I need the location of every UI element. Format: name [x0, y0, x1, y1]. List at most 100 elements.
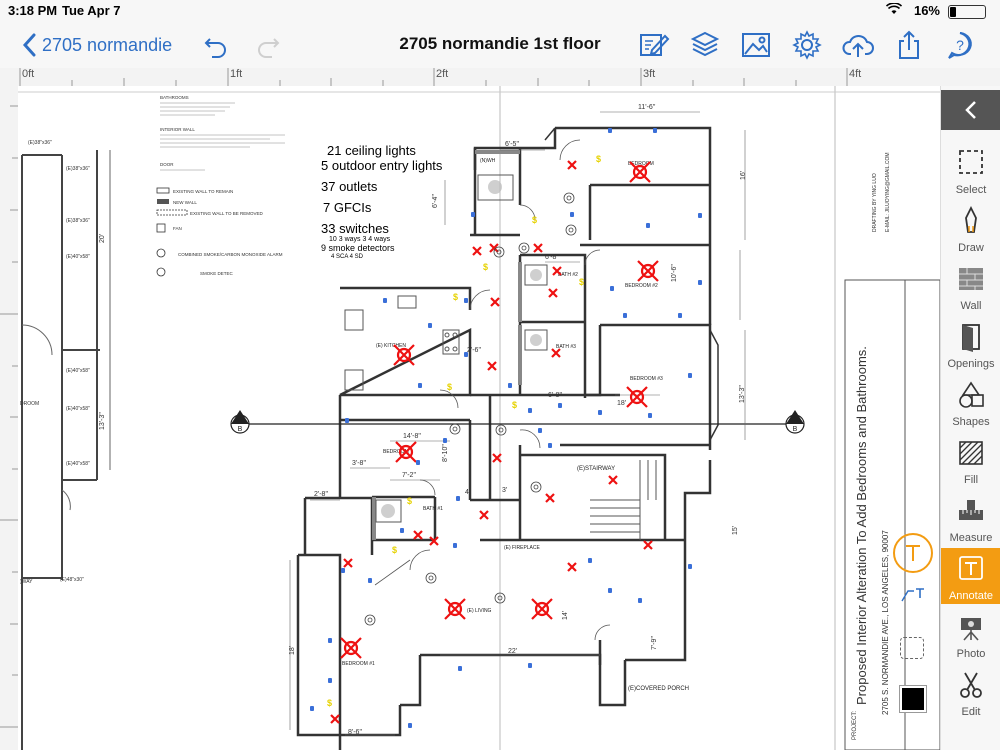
- small-light: [533, 243, 543, 253]
- image-icon[interactable]: [740, 30, 772, 60]
- outlet: [548, 443, 552, 448]
- annotation-text[interactable]: 21 ceiling lights 5 outdoor entry lights…: [321, 144, 442, 260]
- svg-text:?: ?: [956, 37, 964, 53]
- ruler-icon: [959, 500, 983, 520]
- outlet: [508, 383, 512, 388]
- room-bath3: BATH #3: [556, 344, 576, 350]
- tool-annotate[interactable]: Annotate: [941, 548, 1000, 604]
- cloud-upload-icon[interactable]: [842, 30, 874, 60]
- annotation-line-8: 4 SCA 4 SD: [331, 254, 364, 260]
- dim-22: 22': [508, 648, 517, 655]
- brick-wall-icon: [959, 268, 983, 290]
- ceiling-light: [531, 598, 553, 620]
- room-bath2: BATH #2: [558, 272, 578, 278]
- drawing-canvas[interactable]: (E)38"x36" (E)38"x36" (E)38"x36" (E)40"x…: [18, 86, 940, 750]
- vertical-ruler[interactable]: [0, 86, 19, 750]
- tool-openings[interactable]: Openings: [941, 316, 1000, 372]
- room-wh: (N)WH: [480, 158, 496, 164]
- scissors-icon: [960, 672, 982, 698]
- small-light: [343, 558, 353, 568]
- edit-icon[interactable]: [638, 30, 670, 60]
- undo-icon[interactable]: [200, 30, 232, 60]
- dim-8-6: 8'-6": [348, 729, 362, 736]
- share-icon[interactable]: [893, 30, 925, 60]
- smoke-detector: [563, 192, 575, 204]
- svg-text:)WAY: )WAY: [20, 579, 33, 585]
- tool-measure-label: Measure: [949, 532, 993, 544]
- tool-openings-label: Openings: [947, 358, 995, 370]
- text-color-swatch[interactable]: [899, 685, 927, 713]
- tool-edit[interactable]: Edit: [941, 664, 1000, 720]
- back-button[interactable]: 2705 normandie: [22, 31, 172, 59]
- switch: $: [596, 154, 601, 164]
- outlet: [383, 298, 387, 303]
- redo-icon[interactable]: [252, 30, 284, 60]
- floor-plan[interactable]: (E)38"x36" (E)38"x36" (E)38"x36" (E)40"x…: [18, 86, 940, 750]
- collapse-sidebar-button[interactable]: [941, 90, 1000, 130]
- outlet: [608, 588, 612, 593]
- legend-fan: FAN: [173, 226, 182, 231]
- switch: $: [483, 262, 488, 272]
- legend-bathrooms: BATHROOMS: [160, 95, 189, 100]
- tool-draw-label: Draw: [958, 242, 984, 254]
- tool-wall[interactable]: Wall: [941, 258, 1000, 314]
- layers-icon[interactable]: [689, 30, 721, 60]
- switch: $: [392, 545, 397, 555]
- outlets: [310, 128, 702, 728]
- svg-text:(E)40"x58": (E)40"x58": [66, 254, 90, 260]
- switch: $: [453, 292, 458, 302]
- drafting-email: E-MAIL: JILUOYING@GMAIL.COM: [885, 152, 891, 232]
- switch: $: [327, 698, 332, 708]
- project-address: 2705 S. NORMANDIE AVE., LOS ANGELES, 900…: [881, 530, 890, 715]
- dim-8-10: 8'-10": [442, 444, 449, 462]
- shapes-icon: [959, 381, 984, 408]
- smoke-detector: [495, 424, 507, 436]
- switches: $$$$$$$$$$: [327, 154, 601, 708]
- tool-annotate-label: Annotate: [948, 590, 994, 602]
- outlet: [638, 598, 642, 603]
- small-light: [487, 361, 497, 371]
- svg-text:(E)38"x36": (E)38"x36": [28, 140, 52, 146]
- dim-16: 16': [740, 171, 747, 180]
- legend-new-wall: NEW WALL: [173, 200, 197, 205]
- ceiling-lights: [340, 161, 659, 659]
- tool-measure[interactable]: Measure: [941, 490, 1000, 546]
- svg-text:B: B: [238, 426, 243, 433]
- outlet: [368, 578, 372, 583]
- legend-sca: COMBINED SMOKE/CARBON MONOXIDE ALARM: [178, 252, 283, 257]
- room-bedroom4: BEDROOM: [628, 161, 654, 167]
- help-icon[interactable]: ?: [944, 30, 976, 60]
- svg-text:(E)48"x30": (E)48"x30": [60, 577, 84, 583]
- outlet: [428, 323, 432, 328]
- chevron-left-icon: [965, 101, 976, 119]
- settings-icon[interactable]: [791, 30, 823, 60]
- outlet: [453, 543, 457, 548]
- text-tool-handle[interactable]: [893, 533, 933, 573]
- room-porch: (E)COVERED PORCH: [628, 686, 689, 692]
- outlet: [646, 223, 650, 228]
- svg-text:(E)40"x58": (E)40"x58": [66, 461, 90, 467]
- ruler-label-3: 3ft: [643, 68, 656, 80]
- dim-3-8: 3'-8": [352, 460, 366, 467]
- ceiling-light: [637, 260, 659, 282]
- ceiling-light: [340, 637, 362, 659]
- text-box-icon[interactable]: [900, 637, 924, 659]
- tool-select[interactable]: Select: [941, 142, 1000, 198]
- tool-fill[interactable]: Fill: [941, 432, 1000, 488]
- small-light: [608, 475, 618, 485]
- camera-tripod-icon: [961, 618, 981, 641]
- legend-existing-wall: EXISTING WALL TO REMAIN: [173, 189, 233, 194]
- tool-photo[interactable]: Photo: [941, 606, 1000, 662]
- annotation-line-2: 5 outdoor entry lights: [321, 158, 443, 173]
- tool-fill-label: Fill: [963, 474, 979, 486]
- svg-text:13'-3": 13'-3": [99, 412, 106, 430]
- ceiling-light: [444, 598, 466, 620]
- tool-shapes[interactable]: Shapes: [941, 374, 1000, 430]
- horizontal-ruler[interactable]: 0ft 1ft 2ft 3ft 4ft: [0, 68, 1000, 87]
- outlet: [678, 313, 682, 318]
- dim-4: 4': [465, 489, 470, 496]
- small-fixtures: [330, 160, 653, 724]
- outlet: [345, 418, 349, 423]
- text-style-icon[interactable]: [900, 586, 926, 602]
- tool-draw[interactable]: Draw: [941, 200, 1000, 256]
